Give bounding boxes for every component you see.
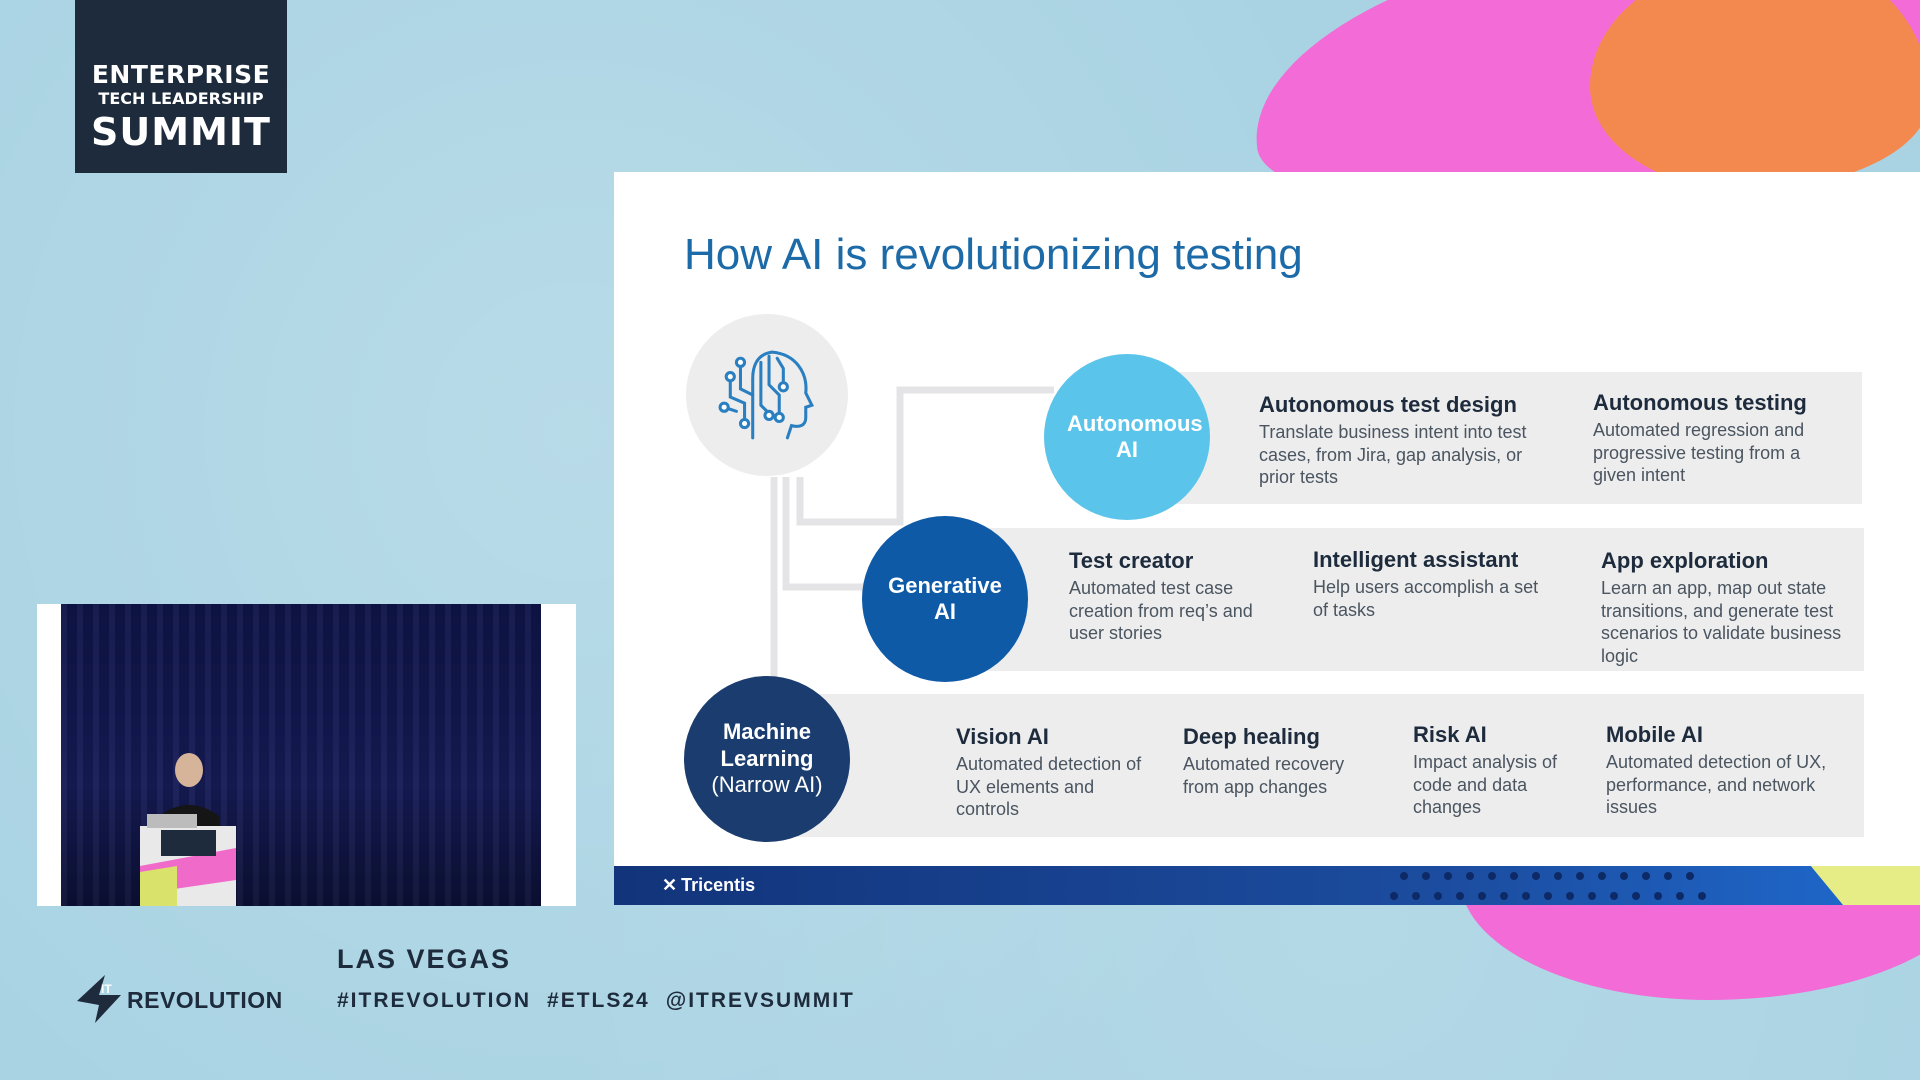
logo-line-3: SUMMIT bbox=[91, 110, 271, 154]
hashtag: #ETLS24 bbox=[547, 989, 650, 1012]
speaker-figure bbox=[140, 753, 236, 906]
row-band-machine-learning bbox=[764, 694, 1864, 837]
feature-title: Autonomous testing bbox=[1593, 390, 1807, 415]
generative-ai-circle: Generative AI bbox=[862, 516, 1028, 682]
machine-learning-circle: Machine Learning (Narrow AI) bbox=[684, 676, 850, 842]
footer-dot-pattern bbox=[1390, 872, 1706, 900]
feature-test-creator: Test creator Automated test case creatio… bbox=[1069, 548, 1289, 645]
feature-description: Automated detection of UX elements and c… bbox=[956, 754, 1142, 819]
feature-description: Help users accomplish a set of tasks bbox=[1313, 577, 1539, 620]
hashtag: #ITREVOLUTION bbox=[337, 989, 532, 1012]
decor-orange-shape bbox=[1590, 0, 1920, 190]
row-band-autonomous bbox=[1134, 372, 1862, 504]
logo-line-1: ENTERPRISE bbox=[91, 60, 271, 89]
it-revolution-mark-icon: IT bbox=[77, 975, 121, 1023]
feature-title: Autonomous test design bbox=[1259, 392, 1517, 417]
ai-head-circle bbox=[686, 314, 848, 476]
logo-line-2: TECH LEADERSHIP bbox=[98, 89, 264, 108]
it-badge-text: IT bbox=[101, 982, 112, 996]
tricentis-mark-icon: ✕ bbox=[662, 875, 678, 895]
it-revolution-logo: IT REVOLUTION bbox=[75, 975, 283, 1025]
feature-title: Intelligent assistant bbox=[1313, 547, 1519, 572]
feature-description: Translate business intent into test case… bbox=[1259, 422, 1527, 487]
presentation-slide: How AI is revolutionizing testing bbox=[614, 172, 1920, 905]
feature-title: Vision AI bbox=[956, 724, 1049, 749]
footer-yellow-accent bbox=[1810, 866, 1920, 905]
feature-autonomous-test-design: Autonomous test design Translate busines… bbox=[1259, 392, 1549, 489]
feature-description: Automated detection of UX, performance, … bbox=[1606, 752, 1827, 817]
tricentis-wordmark: Tricentis bbox=[681, 875, 756, 895]
autonomous-ai-label: Autonomous AI bbox=[1067, 410, 1203, 462]
machine-learning-label: Machine Learning bbox=[720, 719, 814, 771]
feature-title: Mobile AI bbox=[1606, 722, 1703, 747]
feature-app-exploration: App exploration Learn an app, map out st… bbox=[1601, 548, 1846, 667]
row-band-generative bbox=[944, 528, 1864, 671]
generative-ai-label: Generative AI bbox=[888, 572, 1002, 624]
feature-description: Automated regression and progressive tes… bbox=[1593, 420, 1805, 485]
feature-deep-healing: Deep healing Automated recovery from app… bbox=[1183, 724, 1373, 798]
feature-description: Impact analysis of code and data changes bbox=[1413, 752, 1558, 817]
feature-title: App exploration bbox=[1601, 548, 1769, 573]
feature-title: Deep healing bbox=[1183, 724, 1320, 749]
slide-footer: ✕Tricentis bbox=[614, 866, 1920, 905]
feature-title: Test creator bbox=[1069, 548, 1194, 573]
feature-risk-ai: Risk AI Impact analysis of code and data… bbox=[1413, 722, 1588, 819]
ai-head-icon bbox=[718, 350, 815, 440]
feature-autonomous-testing: Autonomous testing Automated regression … bbox=[1593, 390, 1843, 487]
feature-description: Automated test case creation from req’s … bbox=[1069, 578, 1253, 643]
feature-vision-ai: Vision AI Automated detection of UX elem… bbox=[956, 724, 1156, 821]
feature-description: Learn an app, map out state transitions,… bbox=[1601, 578, 1842, 666]
slide-title: How AI is revolutionizing testing bbox=[684, 230, 1303, 279]
hashtag-list: #ITREVOLUTION #ETLS24 @ITREVSUMMIT bbox=[337, 989, 855, 1013]
hashtag: @ITREVSUMMIT bbox=[665, 989, 855, 1012]
feature-mobile-ai: Mobile AI Automated detection of UX, per… bbox=[1606, 722, 1836, 819]
it-revolution-wordmark: REVOLUTION bbox=[127, 986, 283, 1013]
feature-description: Automated recovery from app changes bbox=[1183, 754, 1345, 797]
feature-intelligent-assistant: Intelligent assistant Help users accompl… bbox=[1313, 547, 1543, 621]
summit-logo: ENTERPRISE TECH LEADERSHIP SUMMIT bbox=[75, 0, 287, 173]
autonomous-ai-circle: Autonomous AI bbox=[1044, 354, 1210, 520]
tricentis-logo: ✕Tricentis bbox=[662, 875, 755, 896]
machine-learning-sublabel: (Narrow AI) bbox=[711, 772, 823, 798]
speaker-video[interactable] bbox=[37, 604, 576, 906]
event-city: LAS VEGAS bbox=[337, 944, 512, 974]
feature-title: Risk AI bbox=[1413, 722, 1487, 747]
